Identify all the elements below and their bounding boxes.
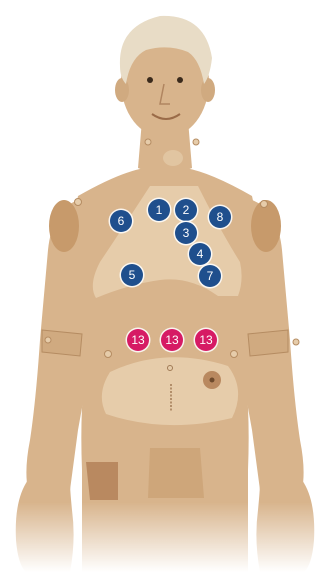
abdomen-panel [102,357,238,425]
right-eye [177,77,183,83]
chest-marker-6[interactable]: 6 [110,210,132,232]
hip-port [86,462,118,500]
chest-marker-1[interactable]: 1 [148,199,170,221]
hip-screw-left [105,351,112,358]
abdomen-marker-13-center[interactable]: 13 [161,329,183,351]
neck-screw-left [145,139,151,145]
left-shoulder-patch [49,200,79,252]
chest-marker-4[interactable]: 4 [189,243,211,265]
left-ear [115,78,129,102]
right-elbow-joint [248,330,288,356]
hip-screw-right [231,351,238,358]
neck-screw-right [193,139,199,145]
shoulder-screw-right [261,201,268,208]
abdomen-marker-13-left[interactable]: 13 [127,329,149,351]
chest-marker-3[interactable]: 3 [175,222,197,244]
elbow-screw-left [45,337,51,343]
elbow-screw-right [293,339,299,345]
chest-marker-7[interactable]: 7 [199,265,221,287]
right-shoulder-patch [251,200,281,252]
left-eye [147,77,153,83]
abdomen-marker-13-right[interactable]: 13 [195,329,217,351]
right-ear [201,78,215,102]
chest-marker-2[interactable]: 2 [175,199,197,221]
chest-marker-8[interactable]: 8 [209,206,231,228]
pelvic-plate [148,448,204,498]
neck-ring [163,150,183,166]
chest-marker-5[interactable]: 5 [121,264,143,286]
shoulder-screw-left [75,199,82,206]
left-hand [16,480,74,572]
stoma-center [210,378,215,383]
right-hand [256,480,314,572]
